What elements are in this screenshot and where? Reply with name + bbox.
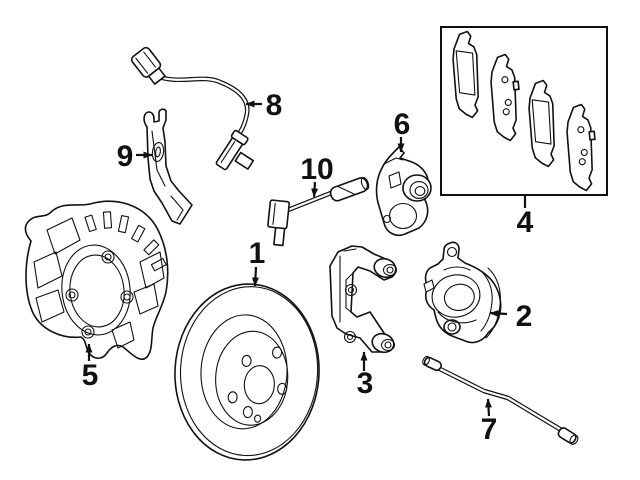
sensor-tip [215, 129, 255, 171]
brake-pad [566, 103, 596, 192]
callouts: 1 2 3 4 5 6 7 8 9 10 [82, 89, 534, 446]
actuator-drawing [375, 146, 432, 237]
wear-sensor-drawing [267, 177, 370, 247]
callout-7-arrow [485, 398, 492, 417]
brake-hose-drawing [422, 355, 579, 445]
callout-1-label: 1 [249, 237, 266, 270]
callout-1-arrow [251, 266, 259, 287]
brake-pad-set-box [440, 26, 608, 196]
brake-rotor-drawing [174, 283, 320, 461]
rotor-lug-holes [227, 346, 288, 423]
callout-3-label: 3 [357, 367, 374, 400]
callout-6-label: 6 [394, 108, 411, 141]
wear-sensor-body [329, 177, 370, 202]
sensor-bracket-drawing [143, 108, 193, 225]
abs-sensor-drawing [130, 46, 255, 171]
brake-pad [528, 79, 555, 168]
sensor-connector [130, 46, 166, 85]
callout-5-label: 5 [82, 359, 99, 392]
callout-9-label: 9 [117, 140, 134, 173]
splash-shield-drawing [24, 200, 169, 361]
callout-2-arrow [489, 310, 508, 317]
brake-pad [490, 53, 520, 142]
callout-10-label: 10 [300, 153, 333, 186]
callout-4-label: 4 [517, 206, 534, 239]
brake-caliper-drawing [423, 241, 502, 344]
callout-8-label: 8 [266, 89, 283, 122]
callout-7-label: 7 [481, 413, 498, 446]
wear-sensor-connector [267, 199, 291, 247]
shield-screw-holes [65, 250, 134, 339]
caliper-bracket-drawing [329, 245, 398, 354]
callout-10-arrow [311, 181, 319, 198]
brake-pad [452, 30, 479, 119]
callout-2-label: 2 [516, 300, 533, 333]
